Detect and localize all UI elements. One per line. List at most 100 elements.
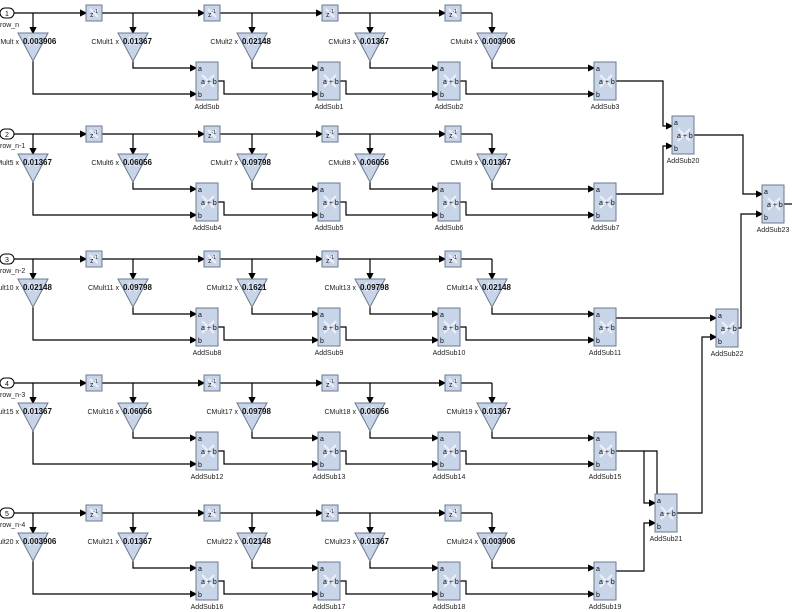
cmult-triangle[interactable]	[236, 32, 268, 63]
delay-block[interactable]: z-1	[203, 125, 221, 143]
cmult-block[interactable]: CMult x0.003906	[0, 32, 57, 63]
cmult-triangle[interactable]	[236, 402, 268, 433]
delay-block[interactable]: z-1	[444, 250, 462, 268]
cmult-triangle[interactable]	[476, 32, 508, 63]
cmult-triangle[interactable]	[117, 278, 149, 309]
delay-block[interactable]: z-1	[444, 504, 462, 522]
cmult-triangle[interactable]	[17, 532, 49, 563]
cmult-block[interactable]: CMult15 x0.01367	[0, 402, 52, 433]
delay-block[interactable]: z-1	[85, 4, 103, 22]
delay-block[interactable]: z-1	[321, 4, 339, 22]
cmult-triangle[interactable]	[354, 32, 386, 63]
cmult-triangle[interactable]	[354, 532, 386, 563]
cmult-block[interactable]: CMult5 x0.01367	[0, 153, 52, 184]
delay-block[interactable]: z-1	[203, 374, 221, 392]
cmult-triangle[interactable]	[236, 278, 268, 309]
cmult-triangle[interactable]	[476, 402, 508, 433]
cmult-triangle[interactable]	[236, 532, 268, 563]
delay-block[interactable]: z-1	[85, 250, 103, 268]
delay-block[interactable]: z-1	[203, 250, 221, 268]
cmult-triangle[interactable]	[354, 402, 386, 433]
delay-block[interactable]: z-1	[321, 250, 339, 268]
cmult-triangle[interactable]	[476, 532, 508, 563]
inport-shape[interactable]	[0, 128, 15, 140]
inport-shape[interactable]	[0, 7, 15, 19]
delay-block[interactable]: z-1	[444, 4, 462, 22]
delay-block[interactable]: z-1	[203, 4, 221, 22]
cmult-triangle[interactable]	[17, 402, 49, 433]
delay-block[interactable]: z-1	[321, 374, 339, 392]
inport-shape[interactable]	[0, 507, 15, 519]
delay-block[interactable]: z-1	[321, 125, 339, 143]
inport-shape[interactable]	[0, 253, 15, 265]
delay-block[interactable]: z-1	[444, 125, 462, 143]
delay-block[interactable]: z-1	[321, 504, 339, 522]
cmult-triangle[interactable]	[354, 278, 386, 309]
cmult-block[interactable]: CMult20 x0.003906	[0, 532, 57, 563]
cmult-triangle[interactable]	[236, 153, 268, 184]
delay-block[interactable]: z-1	[444, 374, 462, 392]
cmult-triangle[interactable]	[117, 32, 149, 63]
delay-block[interactable]: z-1	[85, 504, 103, 522]
delay-block[interactable]: z-1	[203, 504, 221, 522]
cmult-triangle[interactable]	[117, 153, 149, 184]
cmult-triangle[interactable]	[117, 402, 149, 433]
inport-shape[interactable]	[0, 377, 15, 389]
cmult-triangle[interactable]	[354, 153, 386, 184]
cmult-triangle[interactable]	[17, 153, 49, 184]
cmult-triangle[interactable]	[476, 153, 508, 184]
delay-block[interactable]: z-1	[85, 125, 103, 143]
cmult-block[interactable]: CMult10 x0.02148	[0, 278, 52, 309]
cmult-triangle[interactable]	[17, 278, 49, 309]
cmult-triangle[interactable]	[117, 532, 149, 563]
cmult-triangle[interactable]	[17, 32, 49, 63]
